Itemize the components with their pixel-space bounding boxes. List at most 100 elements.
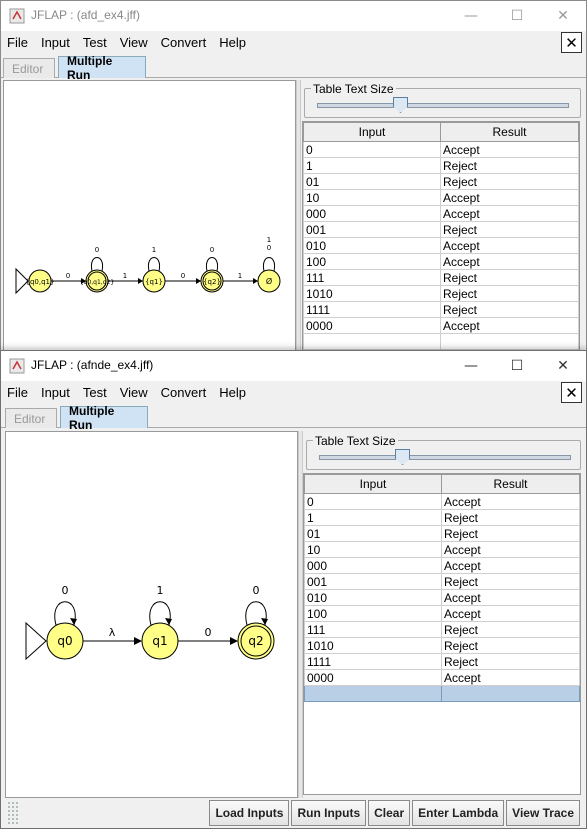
automaton-canvas[interactable]: q0 q1 q2 λ 0 0 1 0 [5,431,298,798]
load-inputs-button[interactable]: Load Inputs [209,800,290,826]
run-inputs-button[interactable]: Run Inputs [291,800,367,826]
state-q2[interactable]: q2 [237,622,275,660]
cell-input[interactable]: 01 [303,173,441,190]
column-header-input[interactable]: Input [304,474,442,494]
cell-input[interactable]: 111 [303,269,441,286]
menu-convert[interactable]: Convert [160,385,207,400]
column-header-result[interactable]: Result [441,474,580,494]
cell-input[interactable]: 1 [303,157,441,174]
cell-input[interactable]: 100 [303,253,441,270]
split-divider[interactable] [296,80,301,351]
tab-multiple-run[interactable]: Multiple Run [58,54,146,82]
column-header-input[interactable]: Input [303,122,441,142]
slider-thumb[interactable] [393,97,408,113]
table-row-empty[interactable] [304,685,580,702]
close-tab-icon[interactable]: ✕ [561,382,582,403]
menu-input[interactable]: Input [40,35,70,50]
menu-input[interactable]: Input [40,385,70,400]
tab-editor[interactable]: Editor [3,58,55,78]
enter-lambda-button[interactable]: Enter Lambda [412,800,505,826]
title-bar[interactable]: JFLAP : (afd_ex4.jff) — ☐ ✕ [1,1,586,31]
view-trace-button[interactable]: View Trace [506,800,580,826]
slider-thumb[interactable] [395,449,410,465]
close-icon[interactable]: ✕ [557,358,569,374]
cell-input[interactable]: 10 [304,541,442,558]
cell-input[interactable]: 000 [304,557,442,574]
tab-editor[interactable]: Editor [5,408,57,428]
cell-input[interactable]: 111 [304,621,442,638]
cell-input[interactable]: 1 [304,509,442,526]
cell-input[interactable]: 001 [304,573,442,590]
state-q0q1[interactable]: {q0,q1} [26,269,55,293]
resize-grip[interactable] [7,801,19,825]
cell-input[interactable] [304,685,442,702]
cell-input[interactable]: 100 [304,605,442,622]
close-icon[interactable]: ✕ [557,8,569,24]
menu-view[interactable]: View [119,385,148,400]
table-row-empty[interactable] [303,333,579,350]
cell-input[interactable]: 1010 [303,285,441,302]
cell-input[interactable]: 0 [304,493,442,510]
slider-track[interactable] [317,103,569,108]
clear-button[interactable]: Clear [368,800,411,826]
column-header-result[interactable]: Result [440,122,579,142]
title-bar[interactable]: JFLAP : (afnde_ex4.jff) — ☐ ✕ [1,351,586,381]
split-divider[interactable] [298,431,303,798]
slider-track[interactable] [319,455,571,460]
cell-input[interactable]: 000 [303,205,441,222]
state-q2[interactable]: {q2} [200,269,224,293]
menu-file[interactable]: File [7,35,28,50]
state-empty[interactable]: Ø [257,269,281,293]
minimize-icon[interactable]: — [464,8,478,24]
maximize-icon[interactable]: ☐ [510,8,524,24]
menu-help[interactable]: Help [219,35,246,50]
state-q1[interactable]: q1 [141,622,179,660]
menu-test[interactable]: Test [82,385,107,400]
cell-input[interactable]: 1111 [303,301,441,318]
state-q0[interactable]: q0 [46,622,84,660]
automaton-canvas[interactable]: {q0,q1} {q0,q1,q2} {q1} {q2} Ø 0 1 0 1 0… [3,80,296,351]
menu-file[interactable]: File [7,385,28,400]
minimize-icon[interactable]: — [464,358,478,374]
menu-help[interactable]: Help [219,385,246,400]
cell-input[interactable]: 1111 [304,653,442,670]
menu-view[interactable]: View [119,35,148,50]
cell-input[interactable]: 010 [303,237,441,254]
cell-input[interactable]: 010 [304,589,442,606]
state-q0q1q2[interactable]: {q0,q1,q2} [80,269,115,293]
state-q1[interactable]: {q1} [142,269,166,293]
cell-input[interactable] [303,333,441,350]
close-tab-icon[interactable]: ✕ [561,32,582,53]
cell-input[interactable]: 01 [304,525,442,542]
cell-input[interactable]: 1010 [304,637,442,654]
tab-multiple-run[interactable]: Multiple Run [60,404,148,432]
cell-input[interactable]: 0000 [304,669,442,686]
menu-convert[interactable]: Convert [160,35,207,50]
maximize-icon[interactable]: ☐ [510,358,524,374]
cell-input[interactable]: 10 [303,189,441,206]
cell-input[interactable]: 0000 [303,317,441,334]
